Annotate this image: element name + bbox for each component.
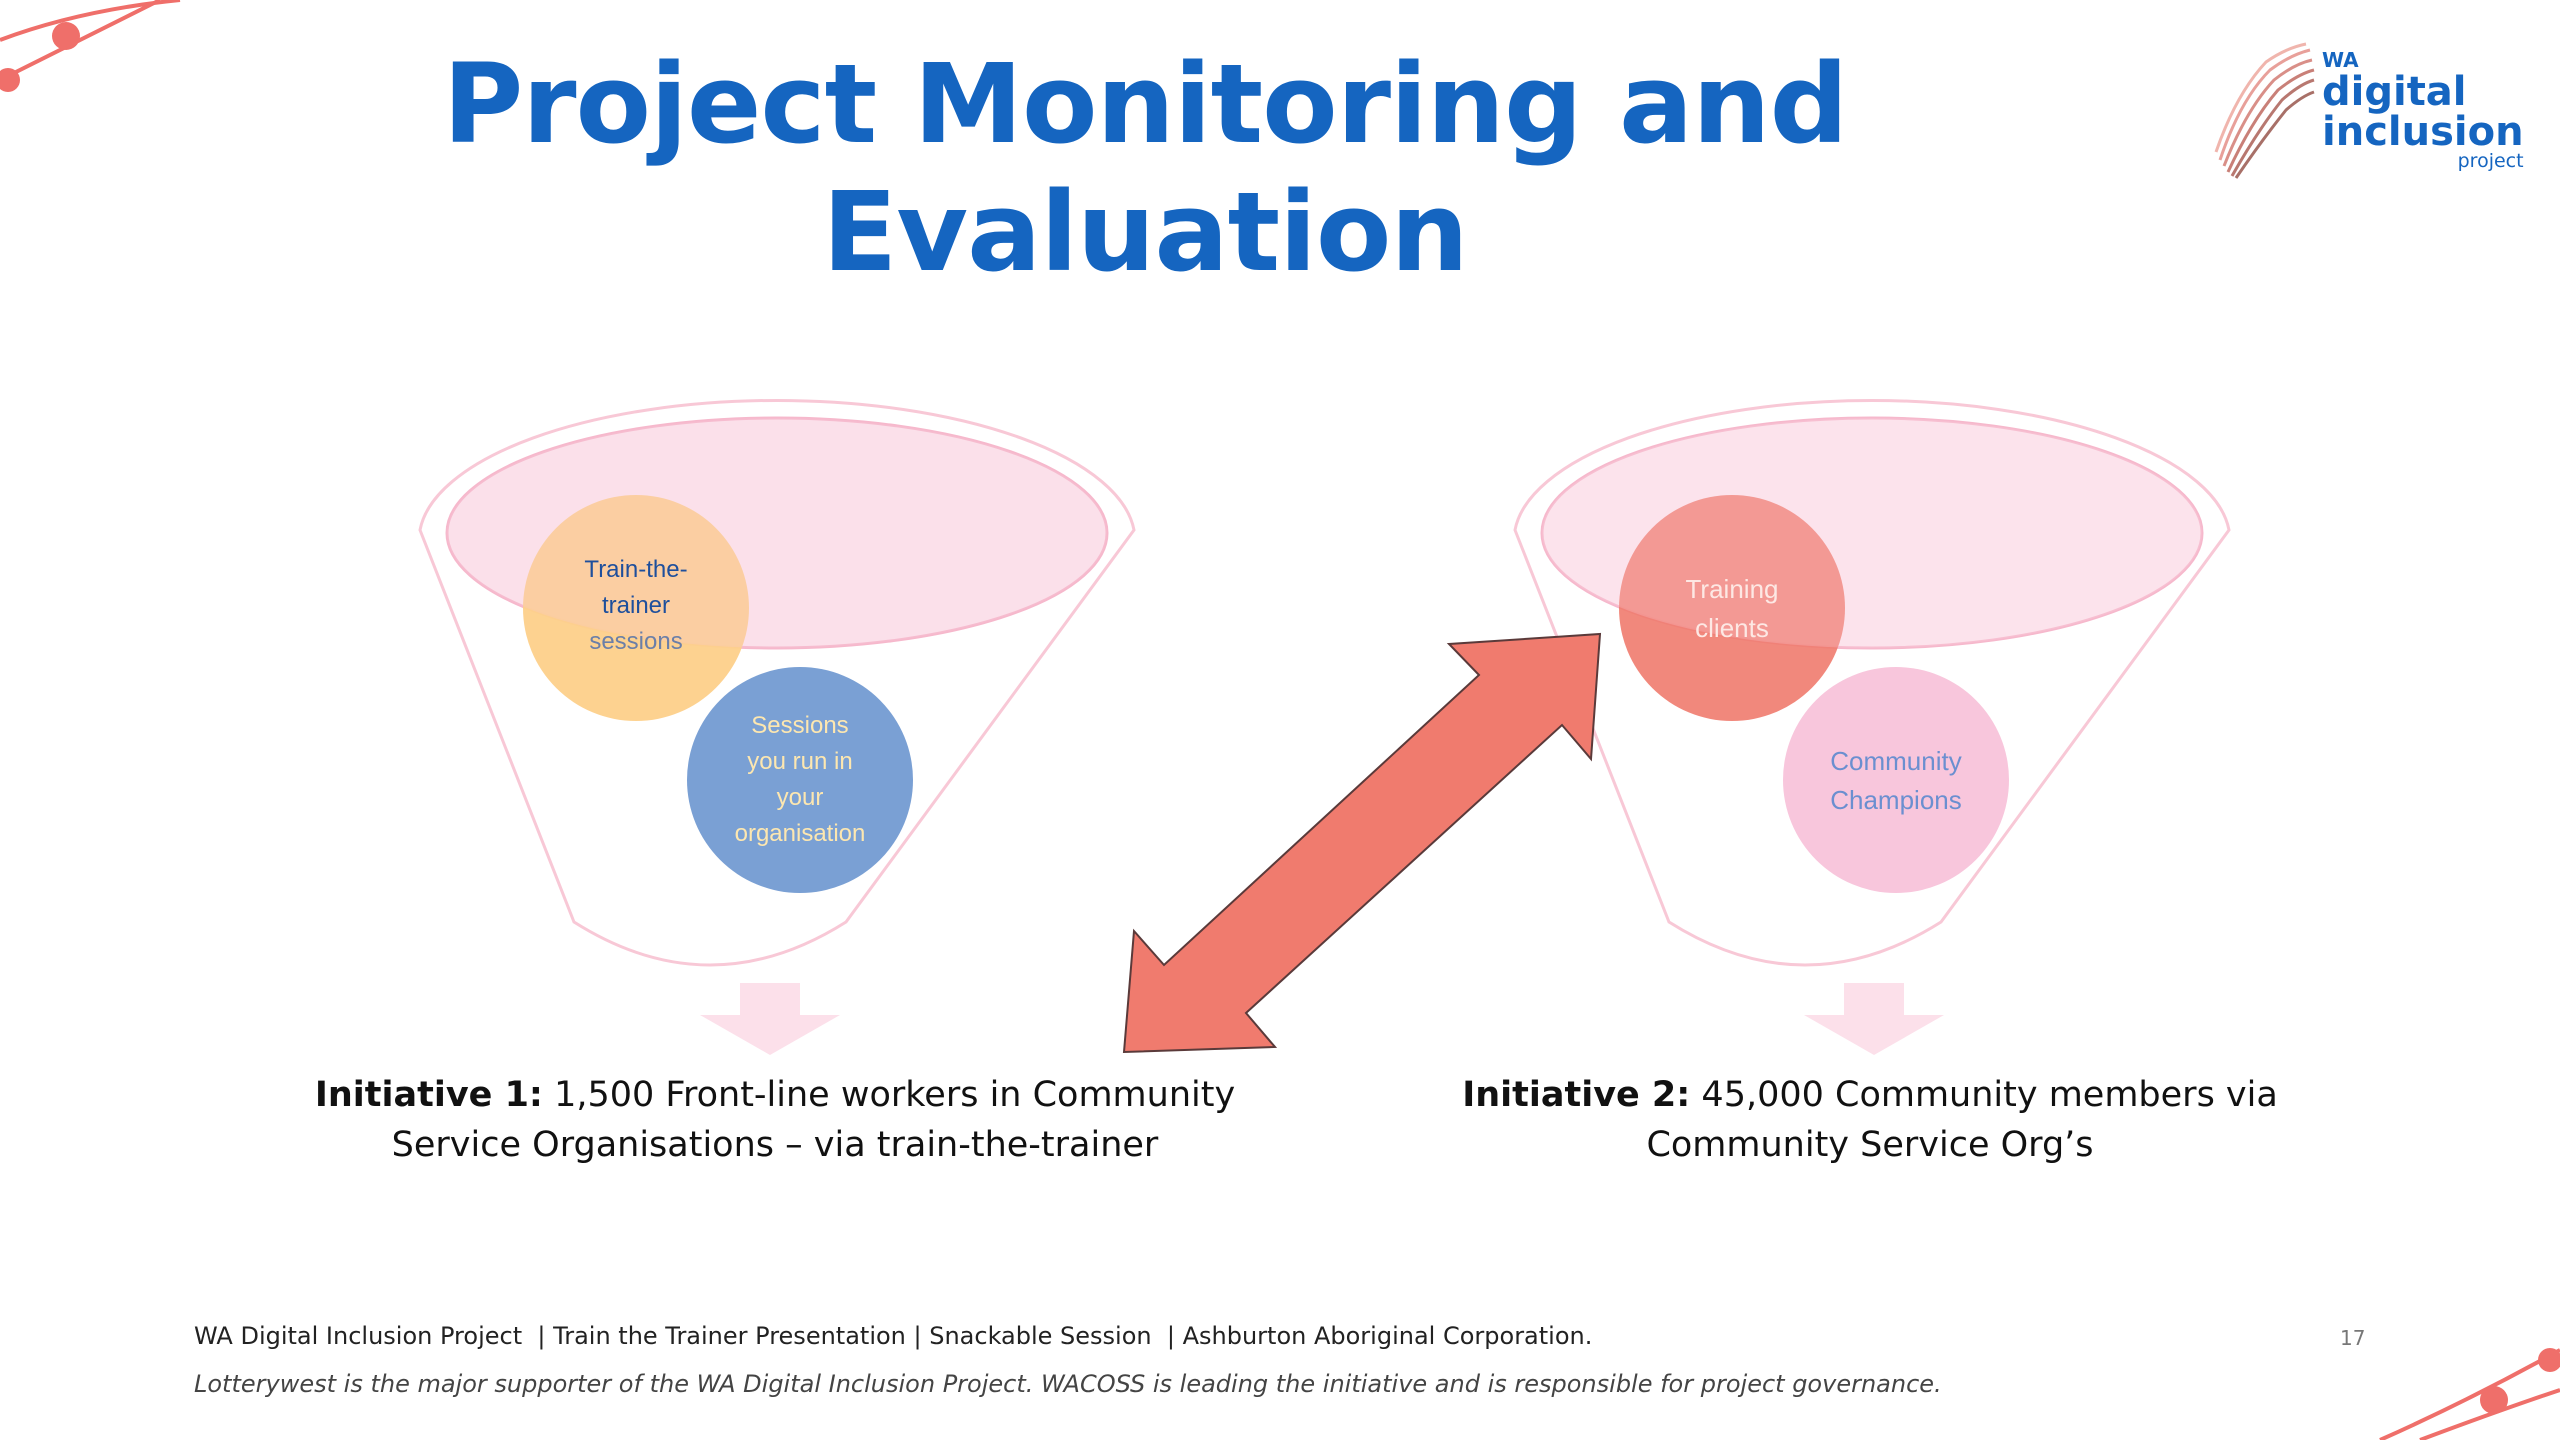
initiative-2-description: 45,000 Community members via <box>1690 1075 2278 1115</box>
label-train-the-trainer: Train-the- trainer sessions <box>536 552 736 660</box>
initiative-1-text: Initiative 1: 1,500 Front-line workers i… <box>280 1070 1270 1170</box>
initiative-1-line-1: Initiative 1: 1,500 Front-line workers i… <box>280 1070 1270 1120</box>
circle-community-champions <box>1783 667 2009 893</box>
circle-training-clients <box>1619 495 1845 721</box>
double-arrow-icon <box>1122 632 1602 1054</box>
label-line: Sessions <box>751 712 849 739</box>
logo-digital: digital <box>2322 69 2467 115</box>
initiative-2-heading: Initiative 2: <box>1462 1075 1691 1115</box>
title-line-1: Project Monitoring and <box>442 40 1849 168</box>
initiative-1-description: 1,500 Front-line workers in Community <box>542 1075 1236 1115</box>
circle-train-the-trainer <box>523 495 749 721</box>
label-sessions-organisation: Sessions you run in your organisation <box>690 708 910 852</box>
label-line: sessions <box>589 628 683 655</box>
logo-project: project <box>2457 150 2524 172</box>
page-number: 17 <box>2340 1326 2366 1350</box>
wa-digital-inclusion-logo: WA digital inclusion project <box>2210 40 2530 190</box>
initiative-1-line-2: Service Organisations – via train-the-tr… <box>391 1125 1159 1165</box>
initiative-1-heading: Initiative 1: <box>314 1075 543 1115</box>
label-line: Community <box>1830 746 1962 776</box>
initiative-2-line-2: Community Service Org’s <box>1646 1125 2094 1165</box>
label-line: trainer <box>601 592 671 619</box>
logo-inclusion: inclusion <box>2322 109 2524 155</box>
label-line: clients <box>1695 613 1769 643</box>
logo-text: WA digital inclusion project <box>2322 50 2524 171</box>
label-line: Training <box>1685 574 1779 604</box>
label-training-clients: Training clients <box>1632 570 1832 648</box>
label-line: your <box>776 784 824 811</box>
logo-wave-icon <box>2214 42 2315 179</box>
label-line: Champions <box>1830 785 1962 815</box>
footer-text: WA Digital Inclusion Project | Train the… <box>194 1322 1593 1350</box>
label-community-champions: Community Champions <box>1786 742 2006 820</box>
label-line: you run in <box>747 748 853 775</box>
title-line-2: Evaluation <box>822 168 1469 296</box>
corner-decoration-bottom-right <box>2379 1348 2560 1440</box>
label-line: Train-the- <box>584 556 688 583</box>
logo-wa: WA <box>2322 48 2359 72</box>
initiative-2-text: Initiative 2: 45,000 Community members v… <box>1420 1070 2320 1170</box>
footer-disclaimer: Lotterywest is the major supporter of th… <box>194 1370 1942 1398</box>
page-title: Project Monitoring and Evaluation <box>340 40 1950 296</box>
corner-decoration-top-left <box>0 0 181 92</box>
label-line: organisation <box>734 820 866 847</box>
initiative-2-line-1: Initiative 2: 45,000 Community members v… <box>1420 1070 2320 1120</box>
circle-sessions-organisation <box>687 667 913 893</box>
